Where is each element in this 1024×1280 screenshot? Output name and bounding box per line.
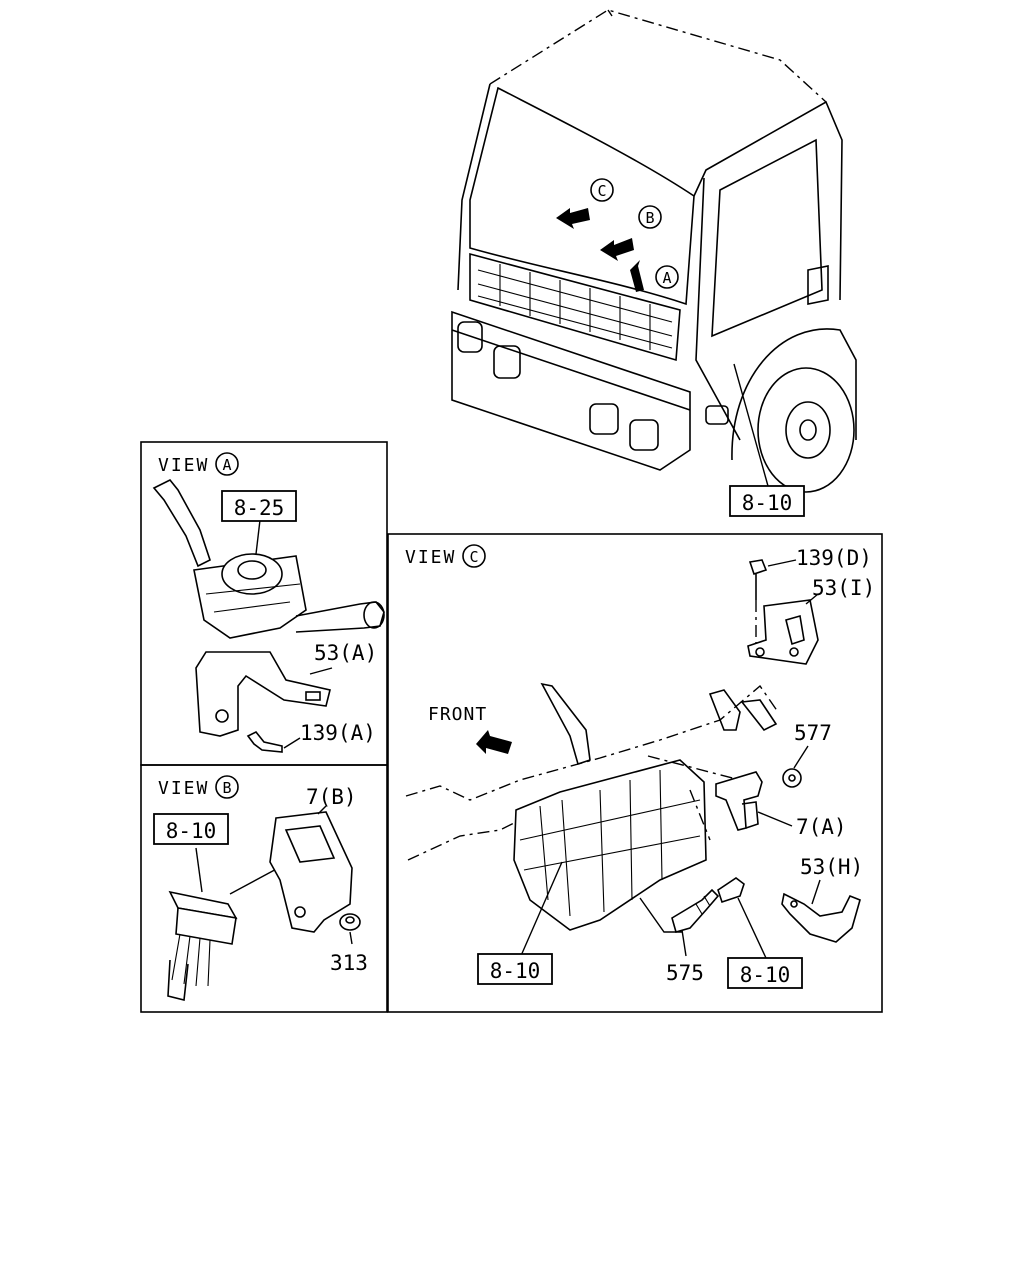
bracket-i-illustration — [747, 593, 819, 665]
view-b-panel — [140, 764, 388, 1013]
clip-575-illustration — [671, 888, 720, 957]
view-a-bolt-label: 139(A) — [300, 721, 376, 745]
view-b-nut-label: 313 — [330, 951, 368, 975]
part-label-view-c-harness-right: 8-10 — [727, 957, 803, 989]
front-arrow-icon — [476, 730, 512, 754]
view-marker-c-letter: C — [597, 182, 606, 200]
view-a-letter: A — [222, 456, 231, 474]
view-marker-b: B — [638, 205, 662, 229]
view-marker-a-letter: A — [662, 269, 671, 287]
grommet-illustration — [717, 877, 767, 959]
view-c-harness-right-text: 8-10 — [740, 963, 791, 987]
view-c-bracket-h-label: 53(H) — [800, 855, 863, 879]
view-c-harness-left-text: 8-10 — [490, 959, 541, 983]
arrow-icon — [600, 238, 634, 261]
part-label-cab-harness: 8-10 — [729, 485, 805, 517]
view-b-prefix: VIEW — [158, 778, 209, 799]
view-marker-b-letter: B — [645, 209, 654, 227]
view-c-clip-label: 575 — [666, 961, 704, 985]
part-label-view-b-harness: 8-10 — [153, 813, 229, 845]
view-c-bracket-a-label: 7(A) — [796, 815, 847, 839]
nut-b-illustration — [339, 913, 361, 945]
view-b-bracket-label: 7(B) — [306, 785, 357, 809]
view-a-bracket-label: 53(A) — [314, 641, 377, 665]
view-c-bracket-i-label: 53(I) — [812, 576, 875, 600]
arrow-icon — [630, 260, 644, 292]
bracket-h-illustration — [781, 879, 861, 943]
view-c-bolt-label: 139(D) — [796, 546, 872, 570]
view-c-panel — [387, 533, 883, 1013]
part-label-view-c-harness-left: 8-10 — [477, 953, 553, 985]
instrument-panel-illustration — [405, 682, 779, 959]
nut-577-illustration — [782, 745, 809, 788]
view-marker-c: C — [590, 178, 614, 202]
bolt-a-illustration — [246, 730, 301, 753]
view-c-prefix: VIEW — [405, 547, 456, 568]
arrow-icon — [556, 208, 590, 229]
bracket-a-illustration — [195, 651, 333, 737]
view-c-letter: C — [469, 548, 478, 566]
connector-b-illustration — [167, 847, 283, 1001]
bracket-7a-illustration — [715, 771, 793, 831]
truck-cab-illustration — [451, 9, 857, 493]
front-label: FRONT — [428, 704, 487, 725]
view-b-heading: VIEW B — [158, 775, 239, 799]
view-c-heading: VIEW C — [405, 544, 486, 568]
combination-switch-illustration — [152, 478, 385, 639]
view-c-nut-label: 577 — [794, 721, 832, 745]
bolt-d-illustration — [748, 559, 797, 650]
view-a-prefix: VIEW — [158, 455, 209, 476]
cab-harness-text: 8-10 — [742, 491, 793, 515]
part-label-view-a-switch: 8-25 — [221, 490, 297, 522]
view-a-heading: VIEW A — [158, 452, 239, 476]
bracket-b-illustration — [269, 805, 353, 933]
view-b-harness-text: 8-10 — [166, 819, 217, 843]
view-marker-a: A — [655, 265, 679, 289]
view-a-switch-text: 8-25 — [234, 496, 285, 520]
view-b-letter: B — [222, 779, 231, 797]
